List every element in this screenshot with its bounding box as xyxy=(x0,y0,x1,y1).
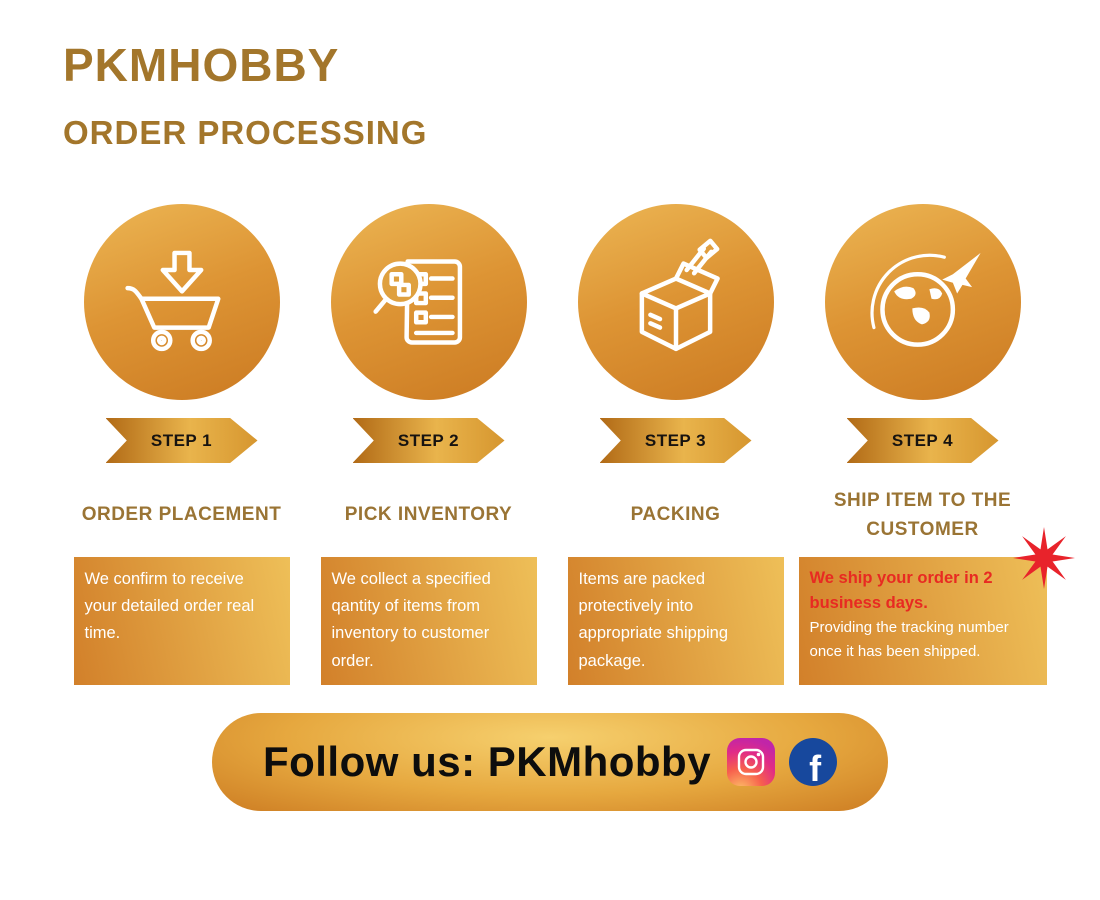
cart-download-icon xyxy=(124,250,221,352)
globe-plane-icon xyxy=(869,252,981,347)
step2-icon-circle xyxy=(330,204,527,400)
step-column-3: STEP 3 PACKING Items are packed protecti… xyxy=(552,204,799,685)
step4-description: We ship your order in 2 business days. P… xyxy=(798,527,1075,685)
brand-title: PKMHOBBY xyxy=(63,39,340,91)
step3-badge: STEP 3 xyxy=(599,418,752,463)
follow-us-banner[interactable]: Follow us: PKMhobby f xyxy=(212,713,888,811)
instagram-icon[interactable] xyxy=(727,738,776,786)
step-column-4: STEP 4 SHIP ITEM TO THE CUSTOMER We ship… xyxy=(798,204,1075,685)
step3-heading: PACKING xyxy=(630,504,721,526)
header: PKMHOBBY ORDER PROCESSING xyxy=(0,0,1100,152)
step3-icon-circle xyxy=(577,204,774,400)
packing-box-icon xyxy=(639,238,720,352)
step4-heading: SHIP ITEM TO THE CUSTOMER xyxy=(833,489,1012,540)
step2-description: We collect a specified qantity of items … xyxy=(320,557,537,685)
step1-icon-circle xyxy=(83,204,280,400)
pick-inventory-icon xyxy=(372,259,462,345)
follow-us-text: Follow us: PKMhobby xyxy=(262,738,712,785)
step1-description: We confirm to receive your detailed orde… xyxy=(73,557,290,685)
steps-row: STEP 1 ORDER PLACEMENT We confirm to rec… xyxy=(0,204,1100,685)
step2-badge: STEP 2 xyxy=(352,418,505,463)
step1-heading: ORDER PLACEMENT xyxy=(81,504,282,526)
step-column-1: STEP 1 ORDER PLACEMENT We confirm to rec… xyxy=(58,204,305,685)
step2-heading: PICK INVENTORY xyxy=(344,504,513,526)
social-icons: f xyxy=(727,738,838,786)
step1-badge: STEP 1 xyxy=(105,418,258,463)
step4-description-rest: Providing the tracking number once it ha… xyxy=(809,618,1009,660)
step4-icon-circle xyxy=(824,204,1021,400)
step-column-2: STEP 2 PICK INVENTORY We collect a speci… xyxy=(305,204,552,685)
page-title: ORDER PROCESSING xyxy=(63,114,428,151)
step3-description: Items are packed protectively into appro… xyxy=(567,557,784,685)
step4-badge: STEP 4 xyxy=(846,418,999,463)
step4-description-highlight: We ship your order in 2 business days. xyxy=(809,569,993,612)
facebook-icon[interactable]: f xyxy=(789,738,838,786)
